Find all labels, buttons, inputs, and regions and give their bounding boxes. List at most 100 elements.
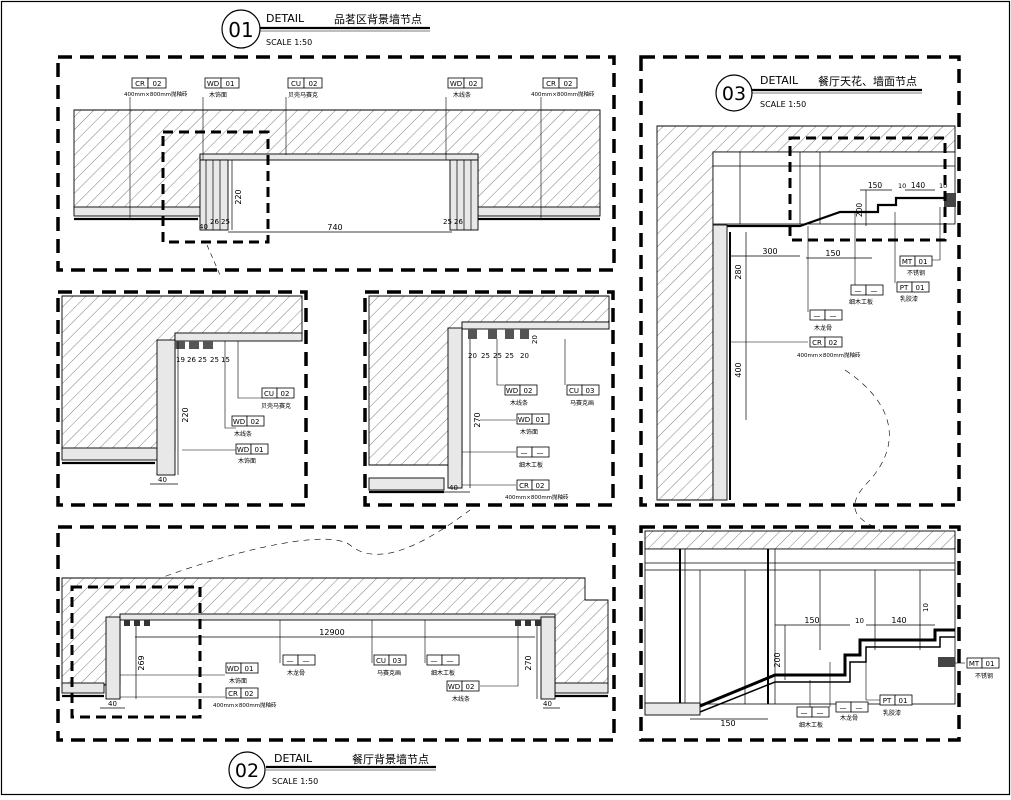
svg-text:01: 01 xyxy=(916,284,925,292)
detail-01b-dim-20c: 20 xyxy=(531,335,539,344)
svg-text:细木工板: 细木工板 xyxy=(849,298,873,306)
detail-01b-dim-40: 40 xyxy=(449,484,458,492)
svg-text:贝壳马赛克: 贝壳马赛克 xyxy=(288,91,318,99)
svg-text:—: — xyxy=(431,657,438,665)
svg-text:CR: CR xyxy=(546,80,556,88)
svg-text:—: — xyxy=(287,657,294,665)
detail-03-dim-150: 150 xyxy=(825,249,840,258)
svg-text:贝壳马赛克: 贝壳马赛克 xyxy=(261,402,291,410)
detail-03-title-block: 03 DETAIL 餐厅天花、墙面节点 SCALE 1:50 xyxy=(715,74,922,112)
svg-text:PT: PT xyxy=(900,284,909,292)
svg-text:02: 02 xyxy=(466,683,475,691)
detail-01-dim-25b: 25 xyxy=(443,218,452,226)
detail-01a-frame xyxy=(56,290,308,507)
detail-02-dim-269: 269 xyxy=(137,655,146,670)
detail-01b-dim-270: 270 xyxy=(473,412,482,427)
svg-text:03: 03 xyxy=(393,657,402,665)
svg-text:MT: MT xyxy=(969,660,980,668)
detail-01-section: 740 220 40 26 25 25 26 CR 02 400mm×800mm… xyxy=(56,55,616,276)
detail-01a-dim-15: 15 xyxy=(221,356,230,364)
svg-text:CU: CU xyxy=(376,657,386,665)
svg-text:01: 01 xyxy=(986,660,995,668)
svg-text:02: 02 xyxy=(281,390,290,398)
svg-text:WD: WD xyxy=(518,416,530,424)
svg-text:01: 01 xyxy=(245,665,254,673)
detail-02-word: DETAIL xyxy=(274,752,313,765)
svg-text:CU: CU xyxy=(569,387,579,395)
svg-text:400mm×800mm抛釉砖: 400mm×800mm抛釉砖 xyxy=(124,90,188,98)
svg-text:400mm×800mm抛釉砖: 400mm×800mm抛釉砖 xyxy=(797,351,861,359)
detail-02-dim-12900: 12900 xyxy=(319,628,344,637)
detail-02-frame xyxy=(56,525,616,742)
detail-02-tag-cu03: CU 03 马赛克画 xyxy=(373,654,407,677)
detail-03-dim-10: 10 xyxy=(898,182,906,190)
svg-text:01: 01 xyxy=(899,697,908,705)
svg-text:CR: CR xyxy=(135,80,145,88)
detail-03-number: 03 xyxy=(722,83,746,105)
svg-text:木饰面: 木饰面 xyxy=(209,91,227,99)
svg-text:—: — xyxy=(537,449,544,457)
detail-01a-section: 19 26 25 25 15 220 40 CU 02 贝壳马赛克 WD 02 … xyxy=(56,290,308,507)
detail-01b-dim-20: 20 xyxy=(468,352,477,360)
svg-text:WD: WD xyxy=(506,387,518,395)
svg-text:—: — xyxy=(830,312,837,320)
detail-02-number: 02 xyxy=(235,760,259,782)
detail-01-dim-740: 740 xyxy=(327,223,342,232)
detail-02-dim-270: 270 xyxy=(524,655,533,670)
svg-text:—: — xyxy=(447,657,454,665)
detail-03-dim-400: 400 xyxy=(734,362,743,377)
svg-text:WD: WD xyxy=(207,80,219,88)
svg-text:PT: PT xyxy=(883,697,892,705)
detail-03-tag-pt01: PT 01 乳胶漆 xyxy=(896,281,930,303)
detail-01a-wall xyxy=(61,295,303,451)
svg-text:细木工板: 细木工板 xyxy=(431,669,455,677)
svg-text:WD: WD xyxy=(448,683,460,691)
svg-text:02: 02 xyxy=(251,418,260,426)
detail-01b-tag-blank: — — 细木工板 xyxy=(516,446,550,469)
detail-01-number: 01 xyxy=(228,18,253,42)
detail-01-dim-220: 220 xyxy=(234,189,243,204)
detail-01-dim-26: 26 xyxy=(210,218,219,226)
svg-text:400mm×800mm抛釉砖: 400mm×800mm抛釉砖 xyxy=(505,493,569,501)
detail-01a-dim-25b: 25 xyxy=(210,356,219,364)
detail-01b-tag-wd02: WD 02 木线条 xyxy=(504,384,538,407)
svg-text:—: — xyxy=(871,287,878,295)
detail-03a-dim-200: 200 xyxy=(773,652,782,667)
detail-01a-tag-wd02: WD 02 木线条 xyxy=(231,415,265,438)
detail-03a-frame xyxy=(639,525,961,742)
detail-03a-tag-blank1: — — 细木工板 xyxy=(796,706,830,729)
svg-text:木饰面: 木饰面 xyxy=(520,428,538,436)
svg-text:01: 01 xyxy=(536,416,545,424)
detail-01a-dim-40: 40 xyxy=(158,476,167,484)
svg-text:CR: CR xyxy=(519,482,529,490)
svg-text:02: 02 xyxy=(564,80,573,88)
detail-01-tag-cu02: CU 02 贝壳马赛克 xyxy=(287,77,323,99)
detail-02-dim-40b: 40 xyxy=(543,700,552,708)
svg-text:细木工板: 细木工板 xyxy=(519,461,543,469)
svg-text:乳胶漆: 乳胶漆 xyxy=(883,709,901,717)
detail-01a-tag-wd01: WD 01 木饰面 xyxy=(235,443,269,465)
detail-01-frame xyxy=(56,55,616,272)
detail-01a-dim-25: 25 xyxy=(198,356,207,364)
detail-02-tag-blank1: — — 木龙骨 xyxy=(282,654,316,677)
detail-03-dim-280: 280 xyxy=(734,264,743,279)
svg-text:—: — xyxy=(840,704,847,712)
detail-03-title: 餐厅天花、墙面节点 xyxy=(818,74,917,88)
detail-01b-dim-25c: 25 xyxy=(505,352,514,360)
detail-02-title-block: 02 DETAIL 餐厅背景墙节点 SCALE 1:50 xyxy=(228,751,436,789)
svg-text:—: — xyxy=(521,449,528,457)
svg-text:木线条: 木线条 xyxy=(453,91,471,99)
detail-01-tag-wd02: WD 02 木线条 xyxy=(447,77,483,99)
detail-01b-tag-cu03: CU 03 马赛克画 xyxy=(566,384,600,407)
svg-text:400mm×800mm抛釉砖: 400mm×800mm抛釉砖 xyxy=(531,90,595,98)
detail-03-leader-curve xyxy=(844,369,890,531)
detail-01-tag-cr02-right: CR 02 400mm×800mm抛釉砖 xyxy=(531,77,595,98)
detail-03a-tag-blank2: — — 木龙骨 xyxy=(835,701,869,722)
detail-01b-section: 20 25 25 25 20 20 270 40 WD 02 木线条 CU 03… xyxy=(363,290,615,507)
detail-01b-tag-wd01: WD 01 木饰面 xyxy=(516,413,550,436)
svg-text:—: — xyxy=(817,709,824,717)
svg-text:—: — xyxy=(855,287,862,295)
svg-text:CU: CU xyxy=(264,390,274,398)
detail-03a-dim-10: 10 xyxy=(855,617,864,625)
